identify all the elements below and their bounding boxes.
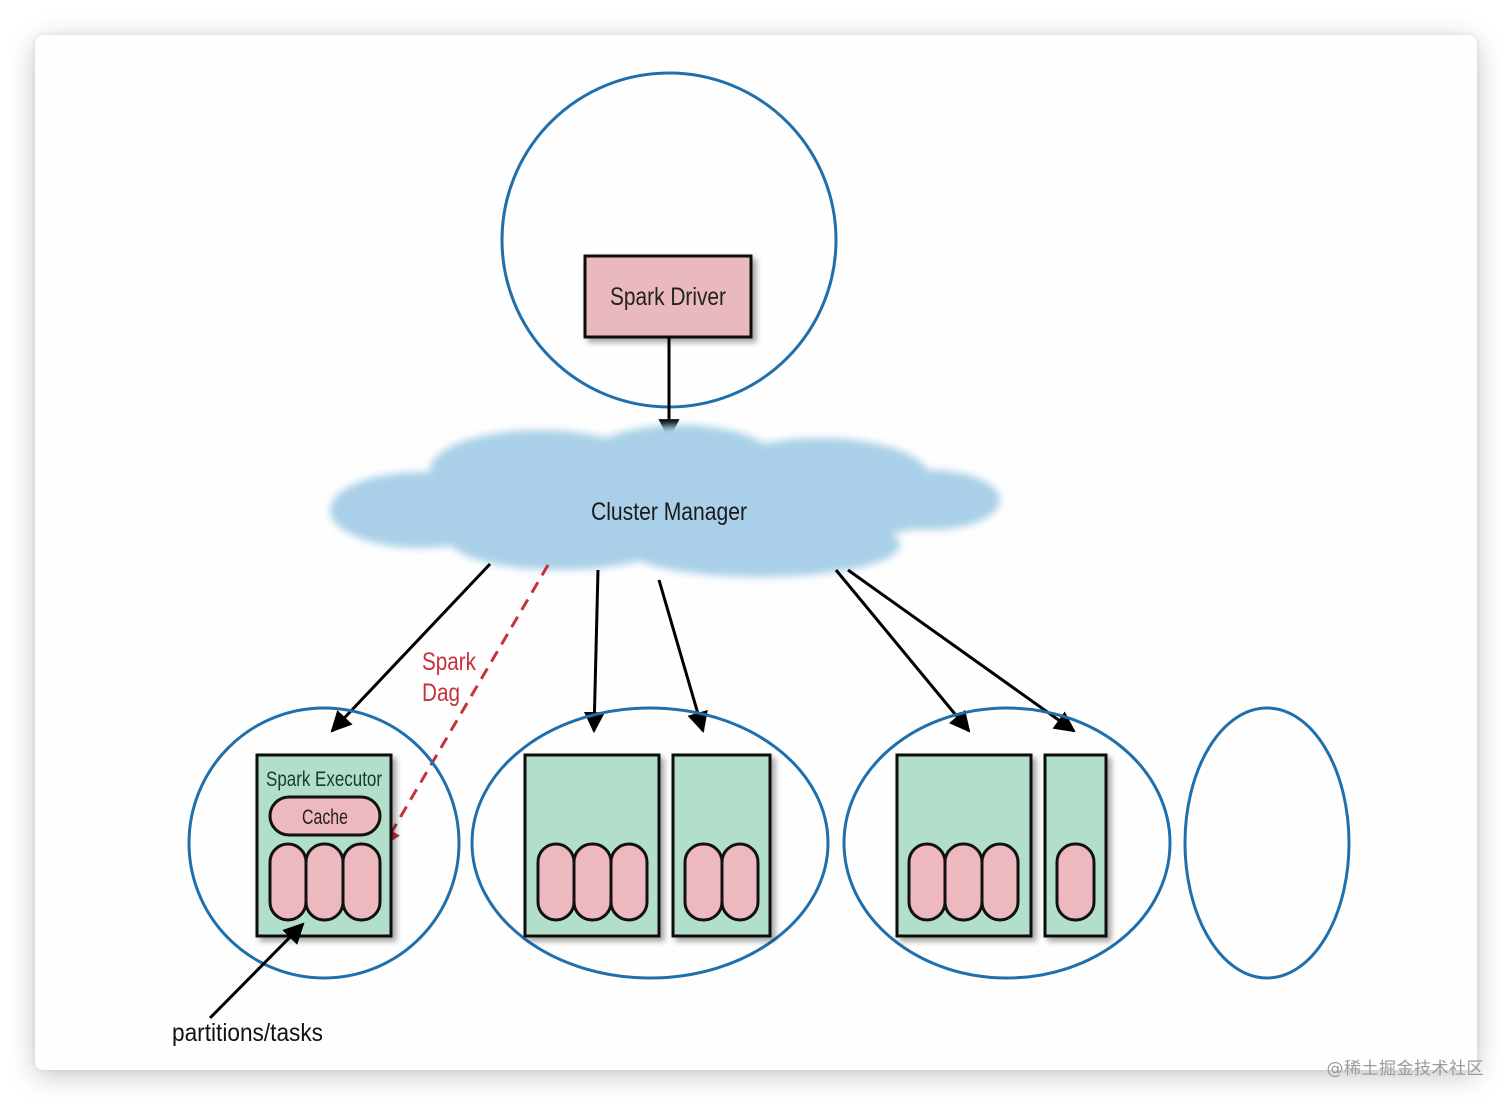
- cache-pill: [268, 795, 382, 837]
- task-pill: [536, 842, 576, 922]
- spark-dag-label-line2: Dag: [422, 679, 460, 707]
- executor-2b-box: [671, 753, 772, 938]
- cluster-manager-cloud: [330, 425, 1000, 577]
- spark-dag-arrow: [382, 564, 550, 847]
- partitions-tasks-arrow: [208, 922, 305, 1020]
- cluster-to-executor-1-arrow: [330, 562, 492, 733]
- spark-dag-label-line1: Spark: [422, 648, 476, 676]
- cluster-to-executor-3b-arrow: [847, 568, 1076, 733]
- task-pill: [572, 842, 613, 922]
- task-pill: [943, 842, 984, 922]
- partitions-tasks-label: partitions/tasks: [172, 1019, 323, 1047]
- executor-3b-box: [1043, 753, 1108, 938]
- worker-node-4-circle: [1183, 706, 1351, 980]
- cluster-manager-label: Cluster Manager: [591, 498, 747, 526]
- task-pill: [268, 842, 308, 922]
- cache-label: Cache: [302, 806, 348, 829]
- executor-3a-box: [895, 753, 1033, 938]
- task-pill: [609, 842, 649, 922]
- cluster-to-executor-2a-arrow: [583, 569, 605, 734]
- cluster-to-executor-3a-arrow: [834, 569, 971, 733]
- spark-executor-label: Spark Executor: [266, 768, 382, 791]
- task-pill: [341, 842, 382, 922]
- worker-node-3-circle: [842, 706, 1172, 980]
- task-pill: [304, 842, 345, 922]
- spark-driver-box: Spark Driver: [583, 254, 753, 339]
- watermark: @稀土掘金技术社区: [1326, 1059, 1484, 1079]
- cluster-to-executor-2b-arrow: [657, 579, 708, 734]
- task-pill: [980, 842, 1020, 922]
- task-pill: [720, 842, 760, 922]
- task-pill: [683, 842, 724, 922]
- worker-node-1-circle: [187, 706, 461, 980]
- executor-2a-box: [523, 753, 661, 938]
- worker-node-2-circle: [470, 706, 830, 980]
- task-pill: [1055, 842, 1096, 922]
- spark-driver-label: Spark Driver: [610, 283, 726, 311]
- spark-executor-box: Spark Executor Cache: [255, 753, 393, 938]
- task-pill: [907, 842, 947, 922]
